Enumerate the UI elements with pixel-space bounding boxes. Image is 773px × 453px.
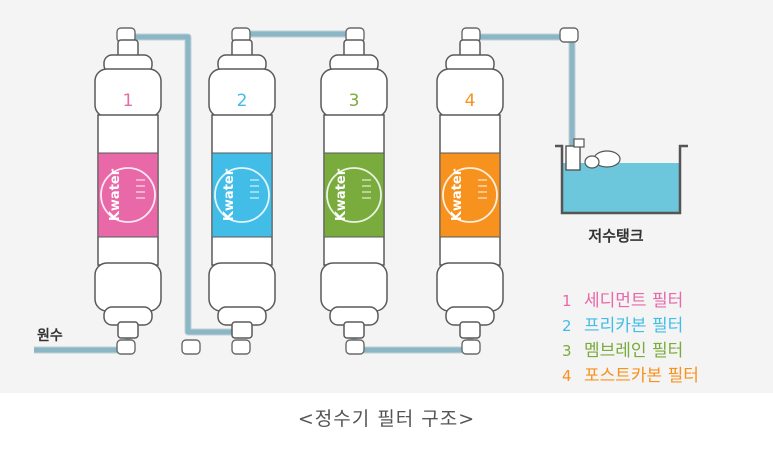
filter-brand-text: Kwater <box>222 168 237 221</box>
canister-bottom-nipple <box>343 321 365 339</box>
legend-number: 2 <box>562 317 572 335</box>
filter-color-band <box>439 152 501 238</box>
fitting <box>559 27 579 43</box>
figure-caption: <정수기 필터 구조> <box>297 408 476 430</box>
filter-canister-4: Kwater 4 <box>436 39 504 339</box>
legend-item: 1 세디먼트 필터 <box>562 291 683 311</box>
tank-inlet-valve <box>565 145 581 171</box>
filter-canister-3: Kwater 3 <box>320 39 388 339</box>
inlet-label: 원수 <box>37 328 63 344</box>
filter-brand-text: Kwater <box>334 168 349 221</box>
canister-bottom-nipple <box>117 321 139 339</box>
filter-emblem-ring <box>326 167 382 223</box>
filter-emblem-ring <box>100 167 156 223</box>
legend-label: 포스트카본 필터 <box>584 366 699 386</box>
legend-number: 3 <box>562 342 572 360</box>
canister-bottom-shoulder <box>320 262 388 312</box>
fitting <box>181 339 201 355</box>
tank-water <box>562 163 680 213</box>
legend-number: 1 <box>562 292 572 310</box>
filter-color-band <box>211 152 273 238</box>
filter-number: 3 <box>349 91 360 111</box>
fitting <box>231 339 251 355</box>
legend-item: 3 멤브레인 필터 <box>562 341 683 361</box>
canister-bottom-nipple <box>231 321 253 339</box>
filter-color-band <box>323 152 385 238</box>
filter-emblem-ring <box>442 167 498 223</box>
filter-number: 1 <box>123 91 134 111</box>
fitting <box>461 339 481 355</box>
filter-brand-text: Kwater <box>450 168 465 221</box>
filter-number: 2 <box>237 91 248 111</box>
legend-label: 프리카본 필터 <box>584 316 683 336</box>
canister-bottom-shoulder <box>94 262 162 312</box>
tank-label: 저수탱크 <box>588 227 643 245</box>
float-ball <box>584 155 600 169</box>
legend-label: 멤브레인 필터 <box>584 341 683 361</box>
filter-canister-2: Kwater 2 <box>208 39 276 339</box>
legend-label: 세디먼트 필터 <box>584 291 683 311</box>
canister-bottom-nipple <box>459 321 481 339</box>
canister-bottom-shoulder <box>436 262 504 312</box>
legend-item: 2 프리카본 필터 <box>562 316 683 336</box>
filter-number: 4 <box>465 91 476 111</box>
filter-canister-1: Kwater 1 <box>94 39 162 339</box>
filter-legend: 1 세디먼트 필터 2 프리카본 필터 3 멤브레인 필터 4 포스트카본 필터 <box>562 291 699 386</box>
canister-bottom-shoulder <box>208 262 276 312</box>
fitting <box>345 339 365 355</box>
filter-brand-text: Kwater <box>108 168 123 221</box>
legend-number: 4 <box>562 367 572 385</box>
tank-valve-cap <box>573 138 585 148</box>
filter-color-band <box>97 152 159 238</box>
filter-emblem-ring <box>214 167 270 223</box>
legend-item: 4 포스트카본 필터 <box>562 366 699 386</box>
storage-tank: 저수탱크 <box>555 138 688 245</box>
fitting <box>116 339 136 355</box>
tank-outline <box>555 144 688 215</box>
pipe-fittings <box>116 27 579 355</box>
